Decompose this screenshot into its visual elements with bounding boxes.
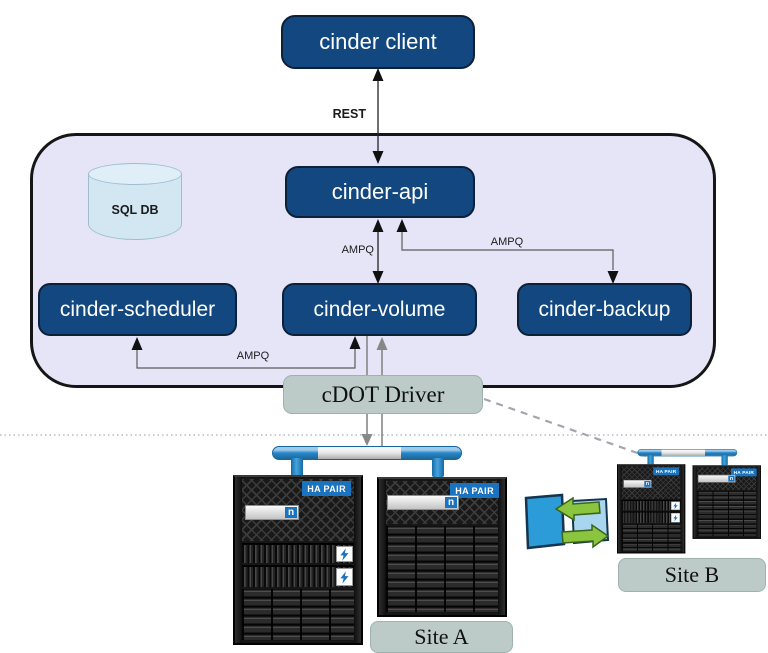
cinder-volume-label: cinder-volume bbox=[313, 297, 446, 321]
sql-db-cylinder bbox=[88, 174, 182, 240]
cinder-scheduler-label: cinder-scheduler bbox=[59, 297, 216, 321]
site-b-interconnect-bar bbox=[637, 449, 738, 457]
replication-arrow-right-icon bbox=[561, 523, 610, 549]
site-a-label: Site A bbox=[370, 621, 513, 653]
drive-shelf-grid bbox=[621, 524, 681, 551]
ha-pair-badge: HA PAIR bbox=[302, 481, 351, 496]
rest-edge-label: REST bbox=[332, 107, 366, 121]
netapp-logo-stripe: n bbox=[387, 495, 459, 510]
flash-shelf bbox=[621, 511, 681, 524]
driver-siteb-dashed-line bbox=[483, 397, 647, 458]
site-b-interconnect-leg-right bbox=[721, 455, 728, 466]
netapp-logo-stripe: n bbox=[245, 505, 299, 520]
flash-bolt-icon bbox=[671, 501, 680, 510]
cinder-volume-node: cinder-volume bbox=[282, 283, 477, 336]
rack-rail bbox=[498, 479, 505, 615]
rack-rail bbox=[354, 477, 361, 643]
flash-bolt-icon bbox=[671, 513, 680, 523]
ampq-api-volume-label: AMPQ bbox=[341, 244, 374, 256]
site-a-interconnect-leg-left bbox=[291, 458, 303, 477]
netapp-logo-stripe: n bbox=[623, 479, 652, 488]
ha-pair-label: HA PAIR bbox=[655, 468, 677, 474]
ampq-api-volume-connector bbox=[372, 219, 384, 284]
site-a-interconnect-leg-right bbox=[432, 458, 444, 477]
ha-pair-label: HA PAIR bbox=[455, 485, 494, 496]
rack-rail bbox=[379, 479, 386, 615]
site-b-controller-rack: HA PAIR n bbox=[617, 464, 686, 554]
cinder-api-node: cinder-api bbox=[285, 166, 475, 218]
cinder-backup-node: cinder-backup bbox=[517, 283, 692, 336]
cinder-api-label: cinder-api bbox=[331, 179, 429, 204]
site-a-partner-rack: HA PAIR n bbox=[377, 477, 507, 617]
replication-icon bbox=[524, 493, 610, 550]
netapp-logo-icon: n bbox=[728, 475, 735, 482]
cinder-client-node: cinder client bbox=[281, 15, 475, 69]
drive-shelf-grid bbox=[242, 589, 354, 640]
rack-rail bbox=[693, 466, 698, 538]
drive-shelf-grid bbox=[697, 491, 757, 537]
cinder-backup-label: cinder-backup bbox=[538, 297, 671, 321]
replication-arrow-left-icon bbox=[554, 496, 601, 522]
cinder-client-label: cinder client bbox=[319, 29, 437, 54]
site-b-hardware: HA PAIR n HA PAIR n bbox=[617, 449, 762, 558]
flash-bolt-icon bbox=[336, 568, 353, 586]
sql-db-label: SQL DB bbox=[111, 203, 159, 217]
ha-pair-badge: HA PAIR bbox=[653, 467, 679, 476]
netapp-logo-icon: n bbox=[285, 507, 297, 518]
site-a-hardware: HA PAIR n HA PAIR n bbox=[233, 446, 510, 653]
ampq-volume-scheduler-connector bbox=[131, 336, 361, 369]
sql-db-cylinder-top bbox=[88, 163, 182, 185]
drive-shelf-grid bbox=[386, 526, 498, 612]
ha-pair-badge: HA PAIR bbox=[450, 483, 499, 498]
ampq-api-backup-connector bbox=[396, 219, 619, 284]
netapp-logo-stripe: n bbox=[697, 474, 736, 483]
cinder-scheduler-node: cinder-scheduler bbox=[38, 283, 237, 336]
rest-connector bbox=[372, 68, 384, 164]
site-a-controller-rack: HA PAIR n bbox=[233, 475, 363, 645]
flash-bolt-icon bbox=[336, 546, 353, 562]
ampq-api-backup-label: AMPQ bbox=[490, 236, 524, 248]
replication-source-panel bbox=[524, 493, 566, 550]
rack-rail bbox=[756, 466, 760, 538]
flash-shelf bbox=[621, 499, 681, 511]
site-b-interconnect-leg-left bbox=[647, 455, 654, 466]
ha-pair-label: HA PAIR bbox=[733, 469, 755, 475]
ha-pair-badge: HA PAIR bbox=[731, 468, 757, 477]
netapp-logo-icon: n bbox=[644, 481, 651, 487]
cdot-driver-label: cDOT Driver bbox=[321, 381, 445, 407]
site-b-label-text: Site B bbox=[664, 562, 720, 587]
ha-pair-label: HA PAIR bbox=[307, 483, 346, 494]
site-a-label-text: Site A bbox=[414, 624, 469, 649]
site-b-partner-rack: HA PAIR n bbox=[692, 465, 761, 539]
netapp-logo-icon: n bbox=[445, 497, 457, 508]
rack-rail bbox=[618, 465, 622, 553]
flash-shelf bbox=[242, 565, 354, 587]
rack-rail bbox=[235, 477, 242, 643]
site-b-label: Site B bbox=[618, 558, 766, 592]
rack-rail bbox=[680, 465, 685, 553]
ampq-volume-scheduler-label: AMPQ bbox=[236, 350, 270, 362]
site-a-interconnect-bar bbox=[272, 446, 462, 460]
flash-shelf bbox=[242, 543, 354, 563]
cdot-driver-node: cDOT Driver bbox=[283, 375, 483, 414]
